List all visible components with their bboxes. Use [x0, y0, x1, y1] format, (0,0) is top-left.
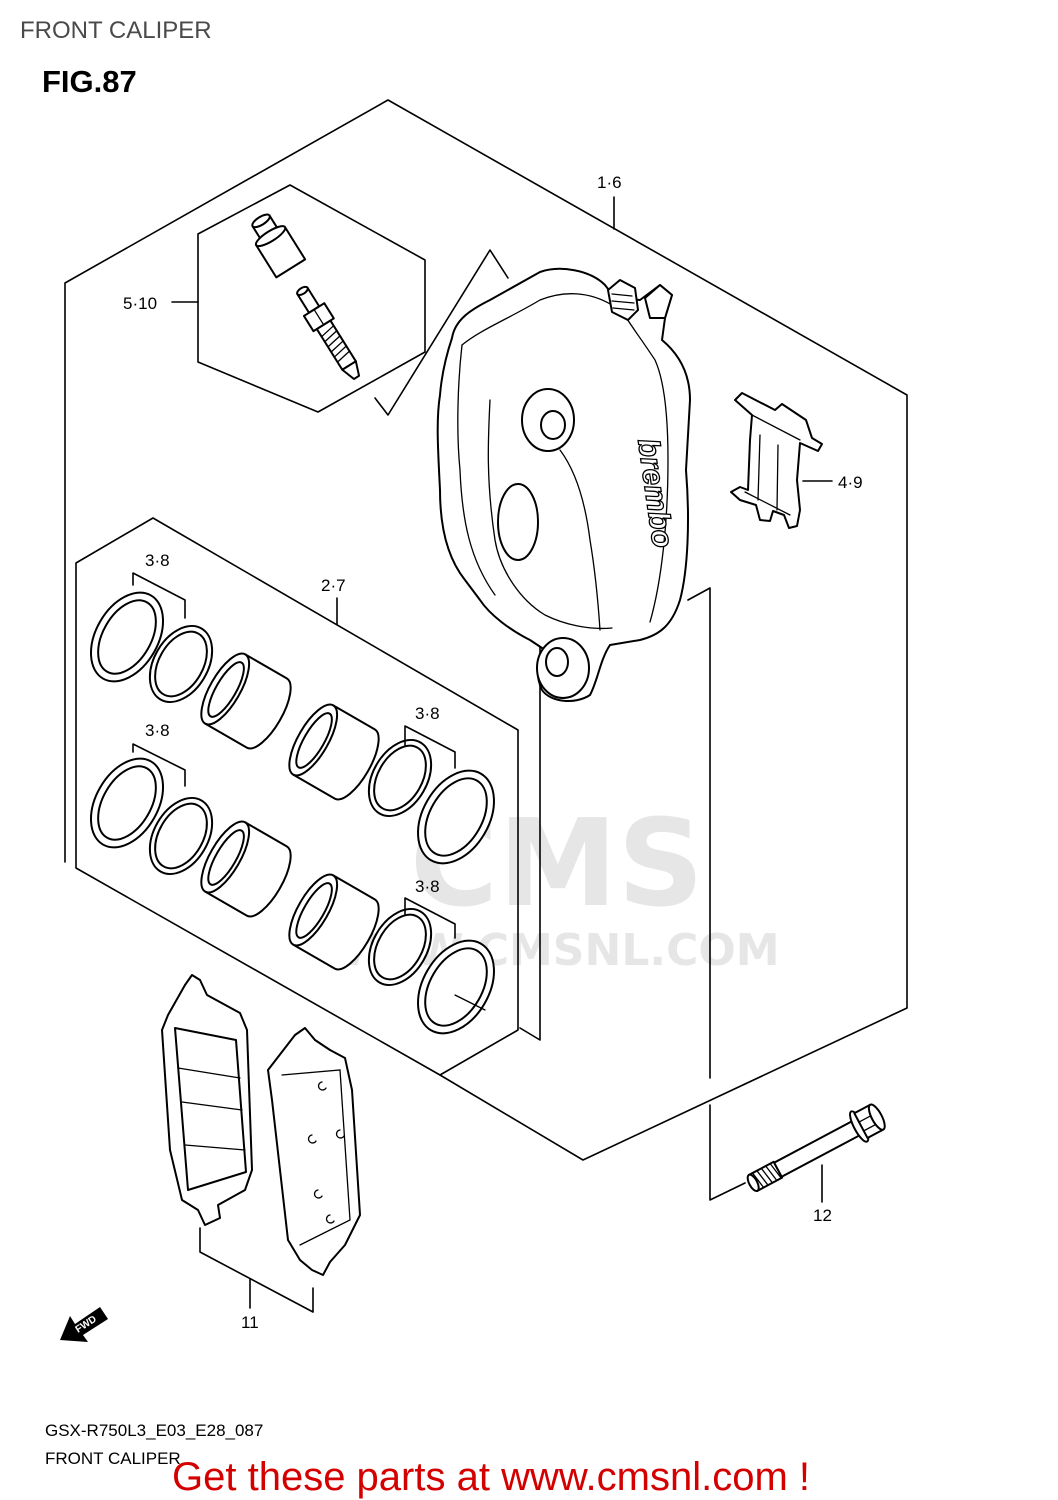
- bolt-shaft: [773, 1119, 863, 1178]
- callout-pad-set: 11: [241, 1313, 259, 1332]
- seal-ring: [417, 769, 495, 865]
- caliper-piston: [288, 873, 380, 971]
- seal-ring: [89, 757, 165, 849]
- brake-pad-block-lines: [177, 1067, 246, 1151]
- bolt-head-end: [867, 1103, 886, 1131]
- callout-caliper-assy: 1·6: [597, 173, 622, 192]
- dust-seal-ring: [367, 908, 433, 986]
- dust-seal-ring: [367, 739, 433, 817]
- bracket-pad-set: [199, 1227, 314, 1313]
- caliper-lower-lug-hole: [545, 647, 569, 677]
- caliper-right-face-edge: [614, 299, 669, 623]
- bleeder-group-outline: [197, 184, 426, 413]
- bracket-seal-lower-right: [404, 897, 456, 939]
- seal-ring: [89, 591, 165, 683]
- caliper-upper-boss-hole: [540, 410, 566, 440]
- bolt-group-line-upper: [687, 587, 711, 1079]
- seal-ring-inner-edge: [424, 777, 488, 857]
- caliper-top-tab: [644, 284, 673, 319]
- caliper-bridge-rib: [559, 449, 601, 631]
- caliper-body: brembo: [436, 267, 691, 702]
- caliper-piston: [200, 652, 292, 750]
- page-title: FRONT CALIPER: [20, 17, 212, 44]
- caliper-piston: [200, 820, 292, 918]
- brake-pad-hole-marks: [307, 1081, 345, 1224]
- pad-spring-fold-lines: [744, 414, 801, 516]
- piston-group-leader-line: [519, 629, 541, 1041]
- assembly-outline: [64, 99, 908, 1161]
- forward-direction-arrow: FWD: [60, 1307, 108, 1342]
- caliper-center-opening: [497, 483, 539, 561]
- brake-pad: [161, 974, 253, 1226]
- bolt-group-line-lower: [709, 1104, 746, 1201]
- diagram-code: GSX-R750L3_E03_E28_087: [45, 1421, 263, 1440]
- piston-cup: [295, 882, 333, 939]
- bleeder-leader-line: [374, 249, 509, 416]
- callout-seal-upper-left: 3·8: [145, 551, 170, 570]
- figure-number: FIG.87: [42, 64, 137, 99]
- piston-body: [204, 653, 292, 750]
- bolt-thread-lines: [751, 1162, 782, 1189]
- mounting-bolt: [746, 1103, 886, 1193]
- promo-banner: Get these parts at www.cmsnl.com !: [172, 1455, 810, 1499]
- bleeder-cap: [251, 213, 307, 279]
- piston-cup: [295, 712, 333, 769]
- dust-seal-inner-edge: [154, 630, 208, 698]
- piston-cup: [207, 829, 245, 886]
- bleeder-valve: [296, 285, 361, 380]
- bleeder-valve-thread-lines: [320, 325, 351, 363]
- seal-ring-inner-edge: [97, 599, 157, 675]
- seal-ring: [417, 939, 495, 1035]
- bracket-seal-lower-left: [132, 743, 186, 787]
- callout-seal-lower-right: 3·8: [415, 877, 440, 896]
- callout-pad-spring: 4·9: [838, 473, 863, 492]
- brake-pad: [267, 1027, 361, 1276]
- brake-pad-friction-material: [174, 1027, 247, 1191]
- bleeder-cap-shoulder: [254, 225, 287, 248]
- bleeder-valve-thread: [315, 319, 357, 371]
- brake-pad-backing-plate: [267, 1027, 361, 1276]
- bleeder-valve-hex-edge: [313, 308, 325, 326]
- bleeder-valve-tip: [341, 360, 361, 380]
- piston-body: [292, 704, 380, 801]
- seal-ring-inner-edge: [424, 947, 488, 1027]
- diagram-name: FRONT CALIPER: [45, 1449, 181, 1468]
- brake-pad-inner-edge: [281, 1069, 351, 1246]
- forward-arrow-shape: [60, 1307, 108, 1342]
- callouts: 1·6 5·10 4·9 2·7 3·8 3·8 3·8 3·8 11 12: [123, 173, 863, 1332]
- bracket-seal-upper-right: [404, 725, 456, 769]
- callout-bleeder-set: 5·10: [123, 294, 157, 313]
- piston-group-outline: [75, 517, 519, 1076]
- callout-seal-upper-right: 3·8: [415, 704, 440, 723]
- callout-mounting-bolt: 12: [813, 1206, 832, 1225]
- caliper-bleed-port-thread: [611, 293, 635, 311]
- dust-seal-inner-edge: [373, 744, 427, 812]
- caliper-inner-rib: [487, 399, 613, 630]
- bleeder-valve-nipple-end: [296, 285, 309, 296]
- caliper-top-rib: [461, 293, 613, 346]
- piston-body: [204, 821, 292, 918]
- seal-ring-inner-edge: [97, 765, 157, 841]
- bleeder-cap-top-face: [251, 213, 271, 229]
- dust-seal-inner-edge: [154, 802, 208, 870]
- dust-seal-ring: [148, 625, 214, 703]
- pad-spring: [730, 392, 823, 529]
- pad-spring-outline: [730, 392, 823, 529]
- piston-cup: [207, 661, 245, 718]
- piston-body: [292, 874, 380, 971]
- bolt-tip: [746, 1173, 760, 1193]
- callout-piston-set: 2·7: [321, 576, 346, 595]
- caliper-left-rib: [457, 344, 496, 596]
- piston-axis-line: [454, 994, 486, 1011]
- caliper-piston: [288, 703, 380, 801]
- dust-seal-inner-edge: [373, 913, 427, 981]
- dust-seal-ring: [148, 797, 214, 875]
- bracket-seal-upper-left: [132, 572, 186, 619]
- callout-seal-lower-left: 3·8: [145, 721, 170, 740]
